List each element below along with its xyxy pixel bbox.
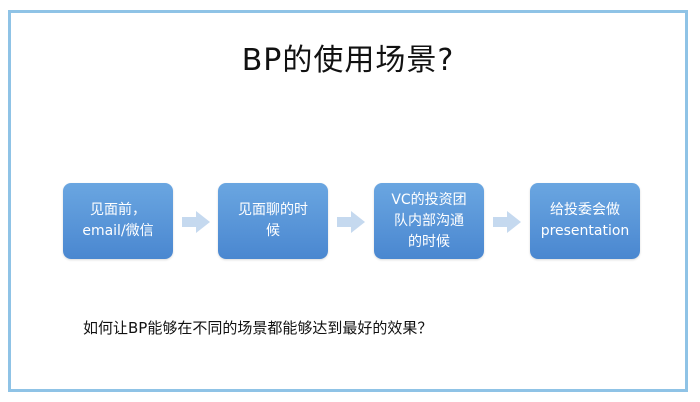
slide-title: BP的使用场景?	[241, 43, 455, 78]
step-internal-discussion: VC的投资团 队内部沟通 的时候	[374, 183, 484, 259]
arrow-right-icon	[182, 211, 210, 233]
step-during-meeting: 见面聊的时 候	[218, 183, 328, 259]
question-text: 如何让BP能够在不同的场景都能够达到最好的效果？	[83, 319, 433, 337]
process-flow: 见面前， email/微信 见面聊的时 候 VC的投资团 队内部沟通 的时候 给…	[11, 13, 685, 389]
arrow-right-icon	[337, 211, 365, 233]
step-before-meeting: 见面前， email/微信	[63, 183, 173, 259]
slide: BP的使用场景? 见面前， email/微信 见面聊的时 候 VC的投资团 队内…	[8, 10, 688, 392]
step-committee-presentation: 给投委会做 presentation	[530, 183, 640, 259]
arrow-right-icon	[493, 211, 521, 233]
